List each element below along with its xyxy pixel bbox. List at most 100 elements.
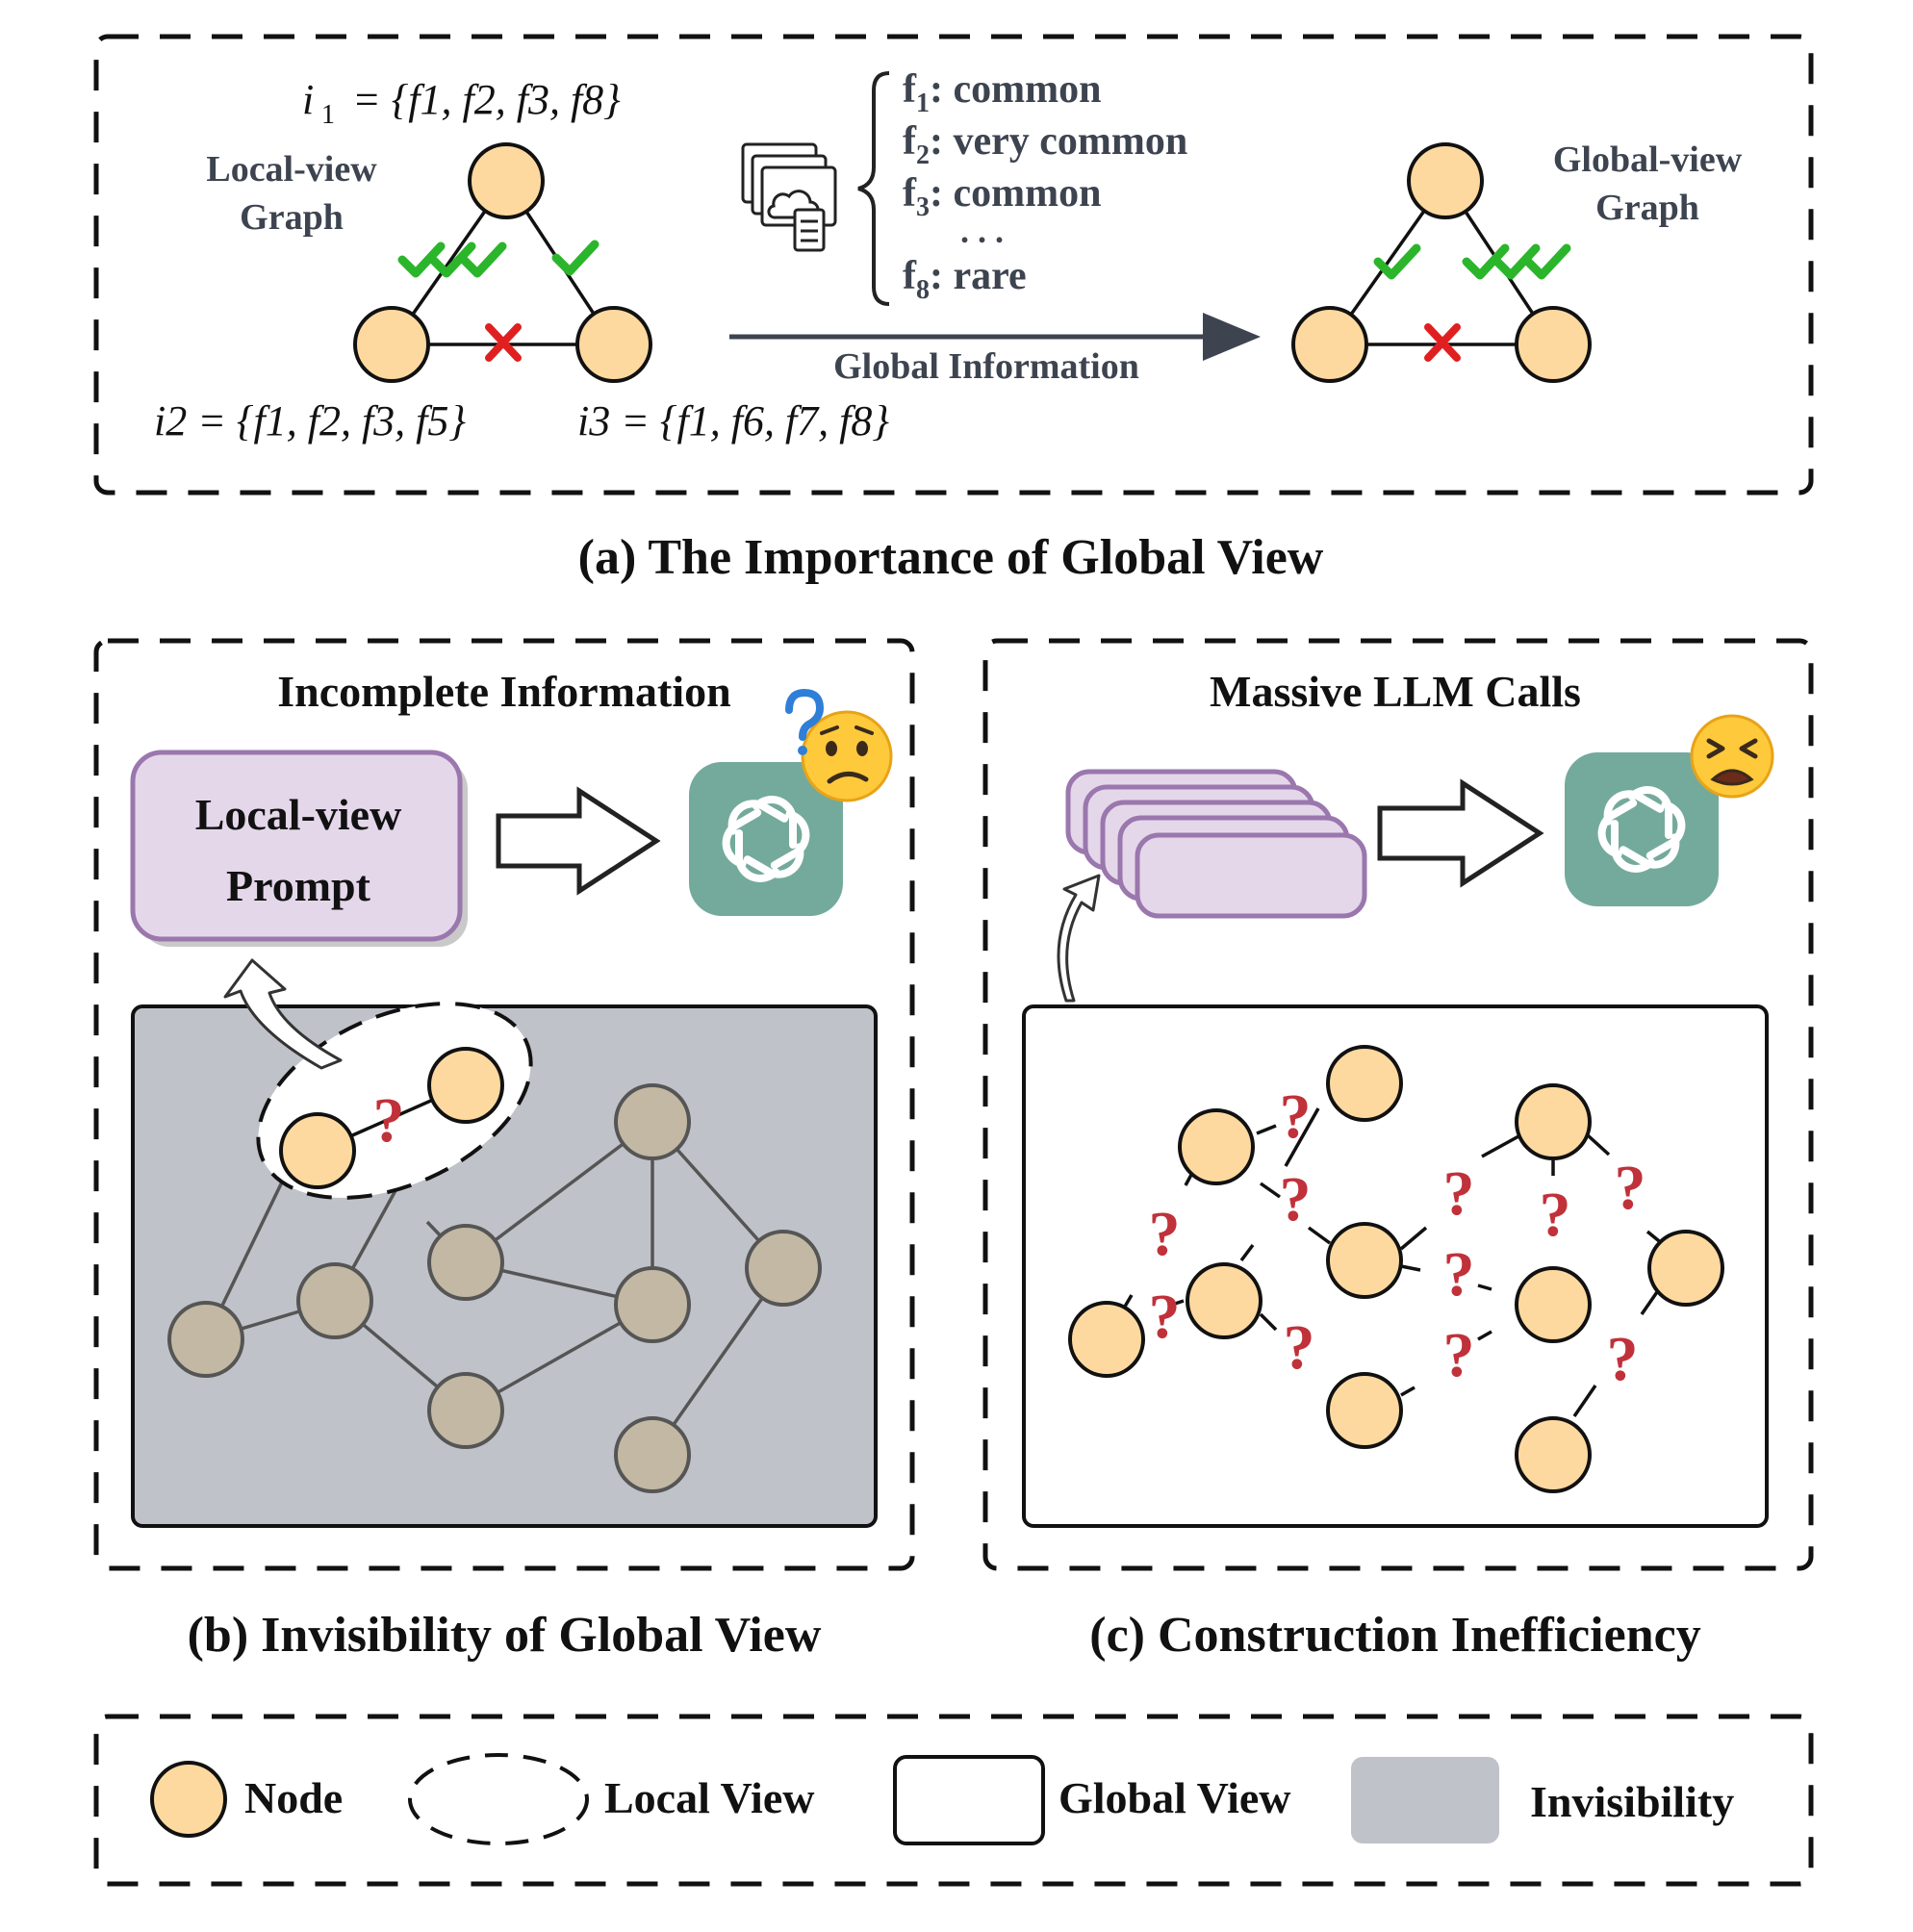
hollow-arrow-right — [496, 786, 661, 896]
cross-icon — [485, 323, 522, 362]
graph-node — [1515, 1416, 1592, 1493]
cross-icon — [1424, 323, 1461, 362]
question-mark: ? — [1284, 1312, 1315, 1383]
question-mark: ? — [1443, 1239, 1475, 1309]
graph-edge — [1259, 1182, 1282, 1199]
local-graph-label-line2: Graph — [240, 197, 344, 238]
panel-c-title: Massive LLM Calls — [1210, 667, 1581, 716]
check-icon — [551, 240, 599, 276]
legend: Node Local View Global View Invisibility — [150, 1753, 1734, 1845]
local-graph-label-line1: Local-view — [206, 149, 377, 190]
caption-b: (b) Invisibility of Global View — [188, 1608, 822, 1663]
hidden-edge — [464, 1120, 654, 1264]
graph-edge — [1307, 1226, 1332, 1245]
hidden-node — [427, 1372, 504, 1449]
global-graph: ? ? ? ? ? ? ? ? ? ? ? — [1068, 1045, 1724, 1493]
caption-c: (c) Construction Inefficiency — [1089, 1608, 1700, 1663]
i2-label: i2 = {f1, f2, f3, f5} — [154, 397, 466, 445]
question-mark: ? — [1615, 1153, 1646, 1223]
graph-node — [1178, 1108, 1255, 1185]
graph-node — [1326, 1372, 1403, 1449]
local-view-prompt-box — [130, 750, 463, 942]
blue-question-icon — [785, 688, 825, 755]
graph-edge — [1239, 1243, 1255, 1262]
graph-edge — [1256, 1124, 1277, 1135]
i3-label: i3 = {f1, f6, f7, f8} — [577, 397, 889, 445]
feature-brace — [857, 71, 890, 306]
hidden-node — [296, 1262, 373, 1339]
caption-a: (a) The Importance of Global View — [578, 530, 1324, 585]
check-icon — [1523, 243, 1571, 280]
check-icon — [397, 242, 446, 278]
question-mark: ? — [373, 1085, 405, 1156]
graph-node — [1647, 1230, 1724, 1307]
global-graph-label-line2: Graph — [1595, 188, 1699, 228]
graph-edge — [1640, 1288, 1661, 1315]
graph-node — [1186, 1262, 1263, 1339]
graph-edge — [1586, 1133, 1611, 1157]
hidden-node — [427, 1224, 504, 1301]
question-mark: ? — [1280, 1081, 1312, 1152]
node-i2 — [1291, 306, 1368, 383]
graph-edge — [1481, 1133, 1521, 1158]
hidden-node — [614, 1266, 691, 1343]
graph-node — [1515, 1083, 1592, 1160]
prompt-line2: Prompt — [226, 861, 371, 910]
graph-edge — [1572, 1385, 1597, 1417]
i1-subscript: 1 — [321, 100, 335, 130]
question-mark: ? — [1540, 1180, 1571, 1250]
hidden-node — [614, 1416, 691, 1493]
legend-global-view-label: Global View — [1059, 1773, 1291, 1822]
check-icon — [428, 242, 476, 278]
feature-row: f3: common — [903, 171, 1101, 222]
legend-invisibility-swatch — [1351, 1757, 1499, 1843]
global-graph-label-line1: Global-view — [1553, 140, 1743, 180]
node-i3 — [575, 306, 652, 383]
graph-node — [1326, 1222, 1403, 1299]
node-i2 — [353, 306, 430, 383]
legend-local-view-label: Local View — [604, 1773, 814, 1822]
legend-global-view-swatch — [893, 1755, 1045, 1845]
feature-row: f8: rare — [903, 254, 1027, 305]
question-mark: ? — [1443, 1320, 1475, 1390]
i1-set: = {f1, f2, f3, f8} — [352, 76, 621, 123]
panel-b-title: Incomplete Information — [277, 667, 730, 716]
legend-frame — [93, 1714, 1814, 1887]
tired-face-icon — [1690, 714, 1774, 799]
local-node — [279, 1112, 356, 1189]
openai-logo-icon — [1565, 752, 1719, 906]
global-view-graph — [1291, 142, 1592, 383]
prompt-stack — [1065, 769, 1367, 919]
panel-c-frame — [982, 638, 1814, 1571]
legend-local-view-swatch — [408, 1753, 589, 1845]
prompt-line1: Local-view — [195, 790, 402, 839]
curved-arrow-up — [223, 958, 343, 1070]
hidden-node — [614, 1083, 691, 1160]
i1-symbol: i — [302, 76, 314, 123]
question-mark: ? — [1280, 1164, 1312, 1234]
graph-node — [1515, 1266, 1592, 1343]
graph-edge — [1171, 1299, 1185, 1307]
panel-a-frame — [93, 34, 1814, 496]
graph-node — [1326, 1045, 1403, 1122]
feature-list: f1: common f2: very common f3: common . … — [903, 67, 1187, 305]
worried-face-icon — [801, 710, 893, 802]
graph-edge — [1477, 1330, 1492, 1341]
panel-b-frame — [93, 638, 915, 1571]
graph-edge — [1259, 1312, 1278, 1332]
node-i1 — [468, 142, 545, 219]
graph-edge — [1400, 1385, 1416, 1397]
hidden-graph — [167, 1083, 822, 1493]
question-mark: ? — [1607, 1324, 1639, 1394]
feature-ellipsis: . . . — [960, 212, 1004, 250]
openai-logo-icon — [689, 762, 843, 916]
check-icon — [459, 242, 507, 278]
check-icon — [1462, 243, 1510, 280]
check-icon — [1492, 243, 1541, 280]
question-mark: ? — [1149, 1199, 1181, 1269]
curved-arrow-up — [1057, 874, 1101, 1003]
legend-node-label: Node — [244, 1773, 343, 1822]
hidden-node — [745, 1230, 822, 1307]
i1-label: i 1 = {f1, f2, f3, f8} — [302, 76, 621, 130]
graph-edge — [1399, 1226, 1428, 1251]
